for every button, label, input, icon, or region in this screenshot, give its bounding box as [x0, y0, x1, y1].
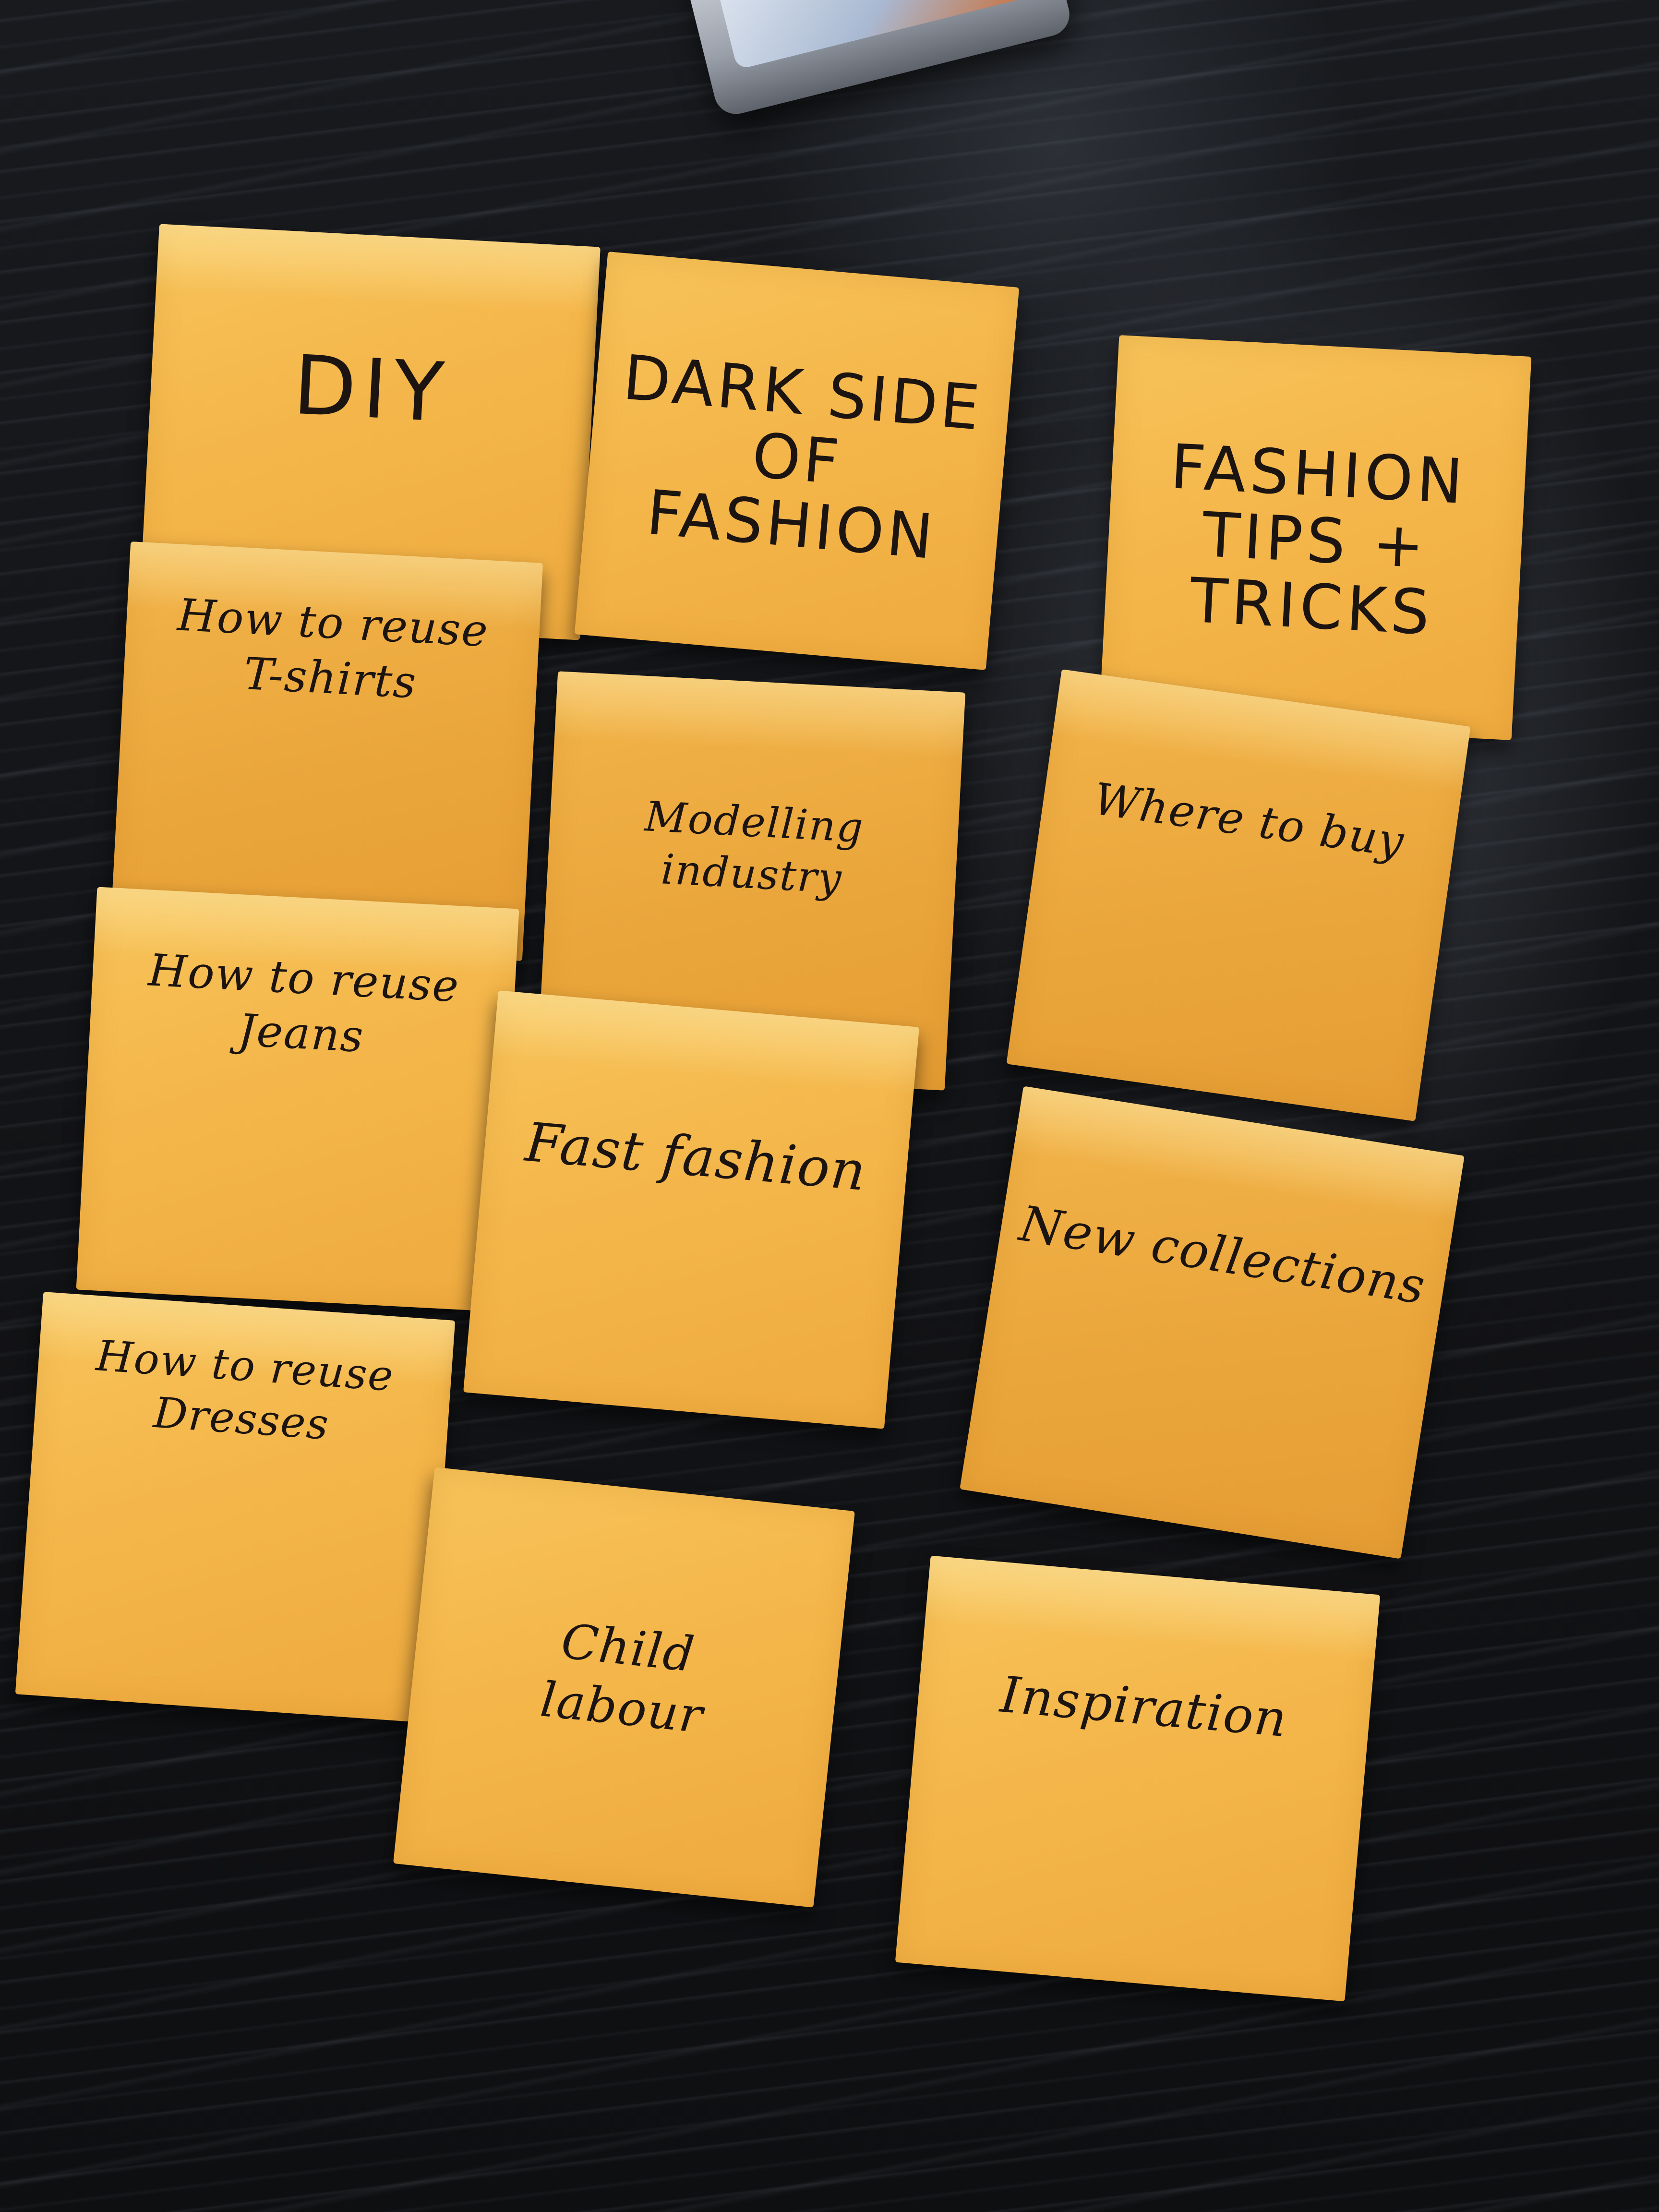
sticky-note-child-labour: Child labour [393, 1467, 855, 1908]
sticky-note-dark-side-header: DARK SIDE OF FASHION [574, 252, 1020, 670]
sticky-note-where-to-buy: Where to buy [1006, 669, 1471, 1121]
note-reuse-tshirts-text: How to reuse T-shirts [176, 589, 490, 709]
device-screen [714, 0, 1036, 70]
note-where-to-buy-text: Where to buy [1090, 773, 1408, 868]
sticky-note-new-collections: New collections [960, 1086, 1465, 1559]
note-new-collections-text: New collections [1016, 1195, 1430, 1316]
sticky-note-reuse-dresses: How to reuse Dresses [15, 1292, 456, 1723]
note-child-labour-text: Child labour [538, 1613, 706, 1744]
note-modelling-industry-text: Modelling industry [643, 793, 866, 903]
note-reuse-jeans-text: How to reuse Jeans [147, 944, 461, 1062]
sticky-note-inspiration: Inspiration [895, 1555, 1381, 2002]
header-dark-side-text: DARK SIDE OF FASHION [620, 342, 986, 574]
device-corner [683, 0, 1074, 119]
note-reuse-dresses-text: How to reuse Dresses [95, 1331, 396, 1450]
header-diy-text: DIY [291, 337, 453, 441]
note-inspiration-text: Inspiration [998, 1665, 1290, 1749]
note-fast-fashion-text: Fast fashion [523, 1111, 869, 1203]
header-fashion-tips-text: FASHION TIPS + TRICKS [1168, 431, 1468, 649]
sticky-note-fast-fashion: Fast fashion [463, 990, 919, 1429]
sticky-note-reuse-jeans: How to reuse Jeans [76, 887, 519, 1312]
sticky-note-fashion-tips-header: FASHION TIPS + TRICKS [1099, 335, 1532, 740]
